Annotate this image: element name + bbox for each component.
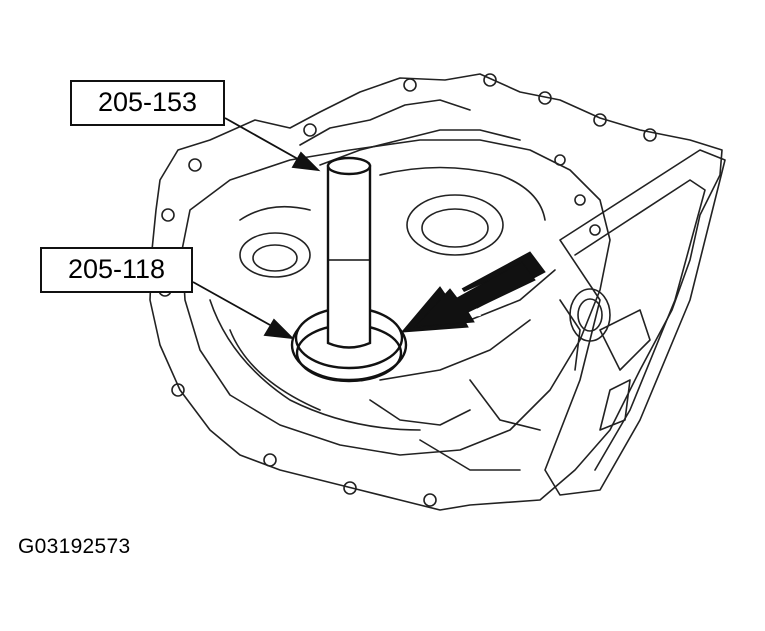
leader-line-mid (192, 281, 271, 326)
arrowhead-top (291, 151, 321, 172)
housing-outline (149, 73, 723, 511)
figure-id-label: G03192573 (18, 535, 131, 558)
leader-line-top (224, 117, 306, 164)
housing-inner-rim (181, 139, 611, 456)
flange-plate (544, 149, 726, 496)
callout-label-205-153: 205-153 (70, 80, 225, 126)
direction-arrows (400, 251, 546, 333)
arrowhead-mid (263, 318, 295, 340)
callout-label-205-118: 205-118 (40, 247, 193, 293)
driver-handle (326, 156, 372, 349)
